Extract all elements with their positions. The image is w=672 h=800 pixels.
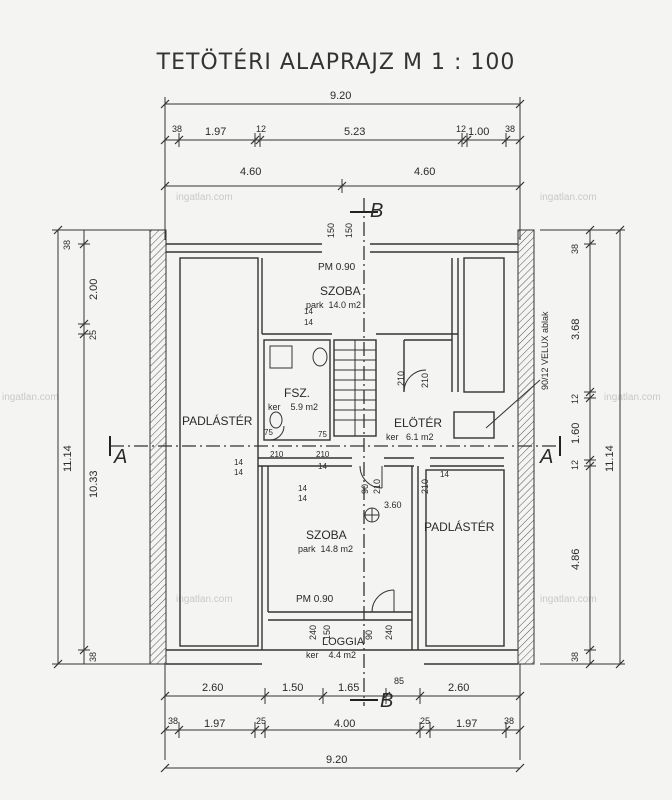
dim-150-c: 150 bbox=[322, 624, 332, 640]
dim-bottom-row1-c: 1.65 bbox=[338, 682, 360, 694]
dim-bottom-row1-d: 85 bbox=[394, 676, 405, 686]
dim-left-6: 38 bbox=[88, 651, 98, 662]
dim-90-a: 90 bbox=[360, 483, 370, 494]
dim-top-seg2: 1.97 bbox=[205, 126, 227, 138]
watermark: ingatlan.com bbox=[176, 594, 233, 605]
dim-top-seg4: 5.23 bbox=[344, 126, 366, 138]
dim-14-f: 14 bbox=[298, 484, 307, 493]
room-loggia-name: LOGGIA bbox=[322, 636, 365, 648]
dim-right-5: 12 bbox=[570, 459, 580, 470]
watermark: ingatlan.com bbox=[176, 192, 233, 203]
dim-top-half-left: 4.60 bbox=[240, 166, 262, 178]
room-szoba-bottom-pm: PM 0.90 bbox=[296, 594, 334, 605]
section-mark-b-top: B bbox=[370, 200, 384, 222]
room-szoba-bottom-area: park 14.8 m2 bbox=[298, 544, 354, 554]
dim-bottom-row2-a: 38 bbox=[168, 716, 179, 726]
dim-75-b: 75 bbox=[318, 430, 327, 439]
dim-right-7: 38 bbox=[570, 651, 580, 662]
dim-14-h: 14 bbox=[440, 470, 449, 479]
dim-14-d: 14 bbox=[234, 468, 243, 477]
room-padlaster-right: PADLÁSTÉR bbox=[424, 520, 495, 534]
dim-top-seg6: 1.00 bbox=[468, 126, 490, 138]
dim-210-a: 210 bbox=[270, 450, 284, 459]
dim-bottom-row1-e: 2.60 bbox=[448, 682, 470, 694]
dim-top-seg1: 38 bbox=[172, 124, 183, 134]
room-szoba-top-name: SZOBA bbox=[320, 284, 361, 298]
section-mark-a-left: A bbox=[114, 446, 128, 468]
dim-210-e: 210 bbox=[372, 478, 382, 494]
dim-bottom-row2-c: 25 bbox=[256, 716, 267, 726]
room-padlaster-left: PADLÁSTÉR bbox=[182, 414, 253, 428]
wall-right bbox=[517, 229, 535, 665]
dim-bottom-row2-d: 4.00 bbox=[334, 718, 356, 730]
dim-240-b: 240 bbox=[384, 624, 394, 640]
dim-left-1: 38 bbox=[62, 239, 72, 250]
dim-door-top-2: 150 bbox=[344, 222, 354, 238]
room-szoba-top-area: park 14.0 m2 bbox=[306, 300, 362, 310]
dim-left-4: 10.33 bbox=[88, 470, 100, 498]
dim-14-b: 14 bbox=[304, 318, 313, 327]
dim-bottom-row2-g: 38 bbox=[504, 716, 515, 726]
dim-right-2: 3.68 bbox=[570, 318, 582, 340]
walls bbox=[149, 229, 535, 665]
section-mark-a-right: A bbox=[540, 446, 554, 468]
dim-right-8: 11.14 bbox=[604, 445, 616, 472]
room-szoba-bottom-name: SZOBA bbox=[306, 528, 347, 542]
dim-right-1: 38 bbox=[570, 243, 580, 254]
dim-210-f: 210 bbox=[420, 478, 430, 494]
room-szoba-top-pm: PM 0.90 bbox=[318, 262, 356, 273]
dim-top-half-right: 4.60 bbox=[414, 166, 436, 178]
dim-14-c: 14 bbox=[234, 458, 243, 467]
room-eloter-area: ker 6.1 m2 bbox=[386, 432, 434, 442]
dim-75-a: 75 bbox=[264, 428, 273, 437]
dim-top-seg7: 38 bbox=[505, 124, 516, 134]
dim-left-5: 11.14 bbox=[62, 445, 74, 472]
dim-14-g: 14 bbox=[298, 494, 307, 503]
dim-90-b: 90 bbox=[364, 629, 374, 640]
dim-210-b: 210 bbox=[316, 450, 330, 459]
dim-14-a: 14 bbox=[304, 307, 313, 316]
dim-bottom-row1-a: 2.60 bbox=[202, 682, 224, 694]
dim-left-2: 2.00 bbox=[88, 278, 100, 300]
dim-210-c: 210 bbox=[396, 370, 406, 386]
watermark: ingatlan.com bbox=[2, 392, 59, 403]
dim-bottom-row2-b: 1.97 bbox=[204, 718, 226, 730]
dim-210-d: 210 bbox=[420, 372, 430, 388]
plan-title: TETÖTÉRI ALAPRAJZ M 1 : 100 bbox=[156, 50, 516, 75]
dim-top-seg5: 12 bbox=[456, 124, 467, 134]
wall-left bbox=[149, 229, 167, 665]
dim-14-e: 14 bbox=[318, 462, 327, 471]
room-loggia-area: ker 4.4 m2 bbox=[306, 650, 357, 660]
room-eloter-name: ELÖTÉR bbox=[394, 416, 443, 430]
room-fsz-name: FSZ. bbox=[284, 386, 310, 400]
dim-right-6: 4.86 bbox=[570, 548, 582, 570]
dim-360: 3.60 bbox=[384, 500, 402, 510]
dim-left-3: 25 bbox=[88, 329, 98, 340]
dim-right-3: 12 bbox=[570, 393, 580, 404]
section-mark-b-bottom: B bbox=[380, 690, 394, 712]
dim-top-seg3: 12 bbox=[256, 124, 267, 134]
dim-door-top-1: 150 bbox=[326, 222, 336, 238]
dim-top-overall: 9.20 bbox=[330, 90, 352, 102]
dim-bottom-row1-b: 1.50 bbox=[282, 682, 304, 694]
velux-label: 90/12 VELUX ablak bbox=[540, 311, 550, 390]
dim-bottom-row2-e: 25 bbox=[420, 716, 431, 726]
dim-bottom-overall: 9.20 bbox=[326, 754, 348, 766]
dim-right-4: 1.60 bbox=[570, 422, 582, 444]
dim-bottom-row2-f: 1.97 bbox=[456, 718, 478, 730]
watermark: ingatlan.com bbox=[540, 192, 597, 203]
dim-240-a: 240 bbox=[308, 624, 318, 640]
watermark: ingatlan.com bbox=[540, 594, 597, 605]
watermark: ingatlan.com bbox=[604, 392, 661, 403]
room-fsz-area: ker 5.9 m2 bbox=[268, 402, 319, 412]
